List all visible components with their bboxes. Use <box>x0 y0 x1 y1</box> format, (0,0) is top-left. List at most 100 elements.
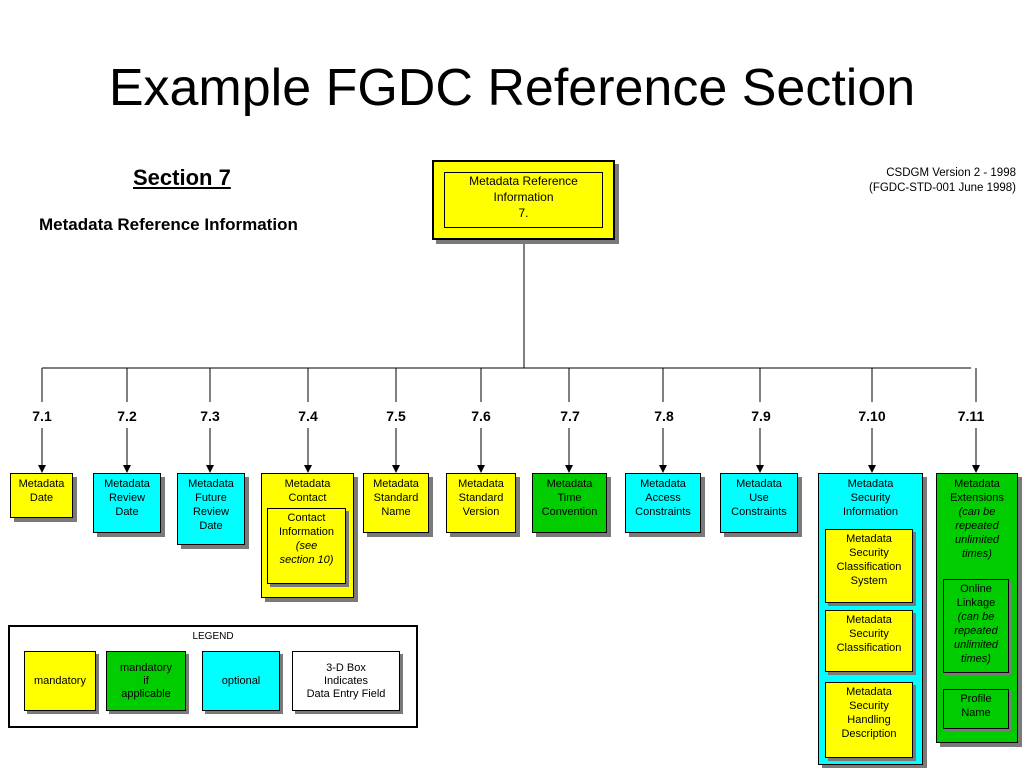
connector-arrow <box>38 465 46 473</box>
box-text-line: Metadata <box>640 478 686 490</box>
box-text-line: Metadata <box>284 478 331 490</box>
box-text-line: Access <box>645 492 681 504</box>
box-text-line: Constraints <box>635 506 691 518</box>
element-number-7-11: 7.11 <box>957 408 985 424</box>
connector-arrow <box>304 465 312 473</box>
connector-arrow <box>206 465 214 473</box>
box-text-line: mandatory <box>120 661 172 674</box>
box-text-line: Security <box>849 547 889 559</box>
box-note-line: repeated <box>954 625 998 637</box>
box-text-line: Metadata <box>846 533 892 545</box>
box-text-line: Classification <box>836 561 902 573</box>
box-text-line: optional <box>221 674 261 687</box>
connector-arrow <box>392 465 400 473</box>
element-number-7-2: 7.2 <box>117 408 137 424</box>
box-text-line: Metadata <box>458 478 504 490</box>
box-text-line: 7. <box>518 206 529 220</box>
connector-arrow <box>659 465 667 473</box>
section-subtitle: Metadata Reference Information <box>39 215 298 234</box>
box-note-line: (see <box>295 540 318 552</box>
element-number-7-9: 7.9 <box>751 408 771 424</box>
box-text-line: Security <box>850 492 891 504</box>
box-text-line: Metadata <box>847 478 894 490</box>
legend-optional: optional <box>202 651 280 711</box>
box-text-line: Future <box>195 492 227 504</box>
connector-arrow <box>123 465 131 473</box>
box-text-line: System <box>850 575 888 587</box>
box-text-line: Metadata <box>846 614 892 626</box>
box-note-line: times) <box>962 548 992 560</box>
box-text-line: Use <box>749 492 769 504</box>
element-number-7-5: 7.5 <box>386 408 406 424</box>
box-text-line: Online <box>960 583 992 595</box>
box-text-line: Classification <box>836 642 902 654</box>
box-text-line: applicable <box>121 687 171 700</box>
box-note-line: (can be <box>958 506 996 518</box>
box-text-line: Date <box>199 520 223 532</box>
box-text-line: Indicates <box>323 674 369 687</box>
box-text-line: Version <box>462 506 500 518</box>
box-text-line: Information <box>493 190 554 204</box>
box-text-line: Date <box>29 492 54 504</box>
box-text-line: Review <box>108 492 146 504</box>
box-text-line: Metadata <box>188 478 234 490</box>
box-text-line: Information <box>842 506 899 518</box>
box-text-line: Contact <box>287 512 326 524</box>
box-text-line: Handling <box>847 714 891 726</box>
connector-arrow <box>756 465 764 473</box>
box-text-line: Metadata <box>546 478 593 490</box>
element-number-7-6: 7.6 <box>471 408 491 424</box>
box-text-line: Metadata <box>104 478 150 490</box>
box-text-line: Extensions <box>950 492 1004 504</box>
connector-arrow <box>477 465 485 473</box>
box-text-line: Date <box>115 506 139 518</box>
box-note-line: unlimited <box>953 639 999 651</box>
box-text-line: if <box>143 674 149 687</box>
element-number-7-1: 7.1 <box>32 408 52 424</box>
box-text-line: Description <box>841 728 897 740</box>
element-number-7-3: 7.3 <box>200 408 220 424</box>
box-text-line: mandatory <box>34 674 86 687</box>
version-line: CSDGM Version 2 - 1998 <box>886 167 1016 179</box>
element-number-7-8: 7.8 <box>654 408 674 424</box>
box-note-line: times) <box>961 653 991 665</box>
element-number-7-10: 7.10 <box>858 408 886 424</box>
box-text-line: Name <box>381 506 411 518</box>
box-text-line: Metadata <box>846 686 892 698</box>
box-note-line: repeated <box>955 520 999 532</box>
box-text-line: Standard <box>458 492 504 504</box>
box-text-line: Review <box>192 506 230 518</box>
box-text-line: Metadata <box>954 478 1000 490</box>
box-text-line: Data Entry Field <box>306 687 386 700</box>
box-text-line: Information <box>278 526 335 538</box>
legend-mandatory: mandatory <box>24 651 96 711</box>
connector-arrow <box>565 465 573 473</box>
box-note-line: section 10) <box>279 554 334 566</box>
connector-arrow <box>868 465 876 473</box>
box-text-line: Name <box>961 707 991 719</box>
slide-title: Example FGDC Reference Section <box>108 59 916 117</box>
box-text-line: Contact <box>288 492 327 504</box>
box-text-line: Metadata <box>18 478 65 490</box>
